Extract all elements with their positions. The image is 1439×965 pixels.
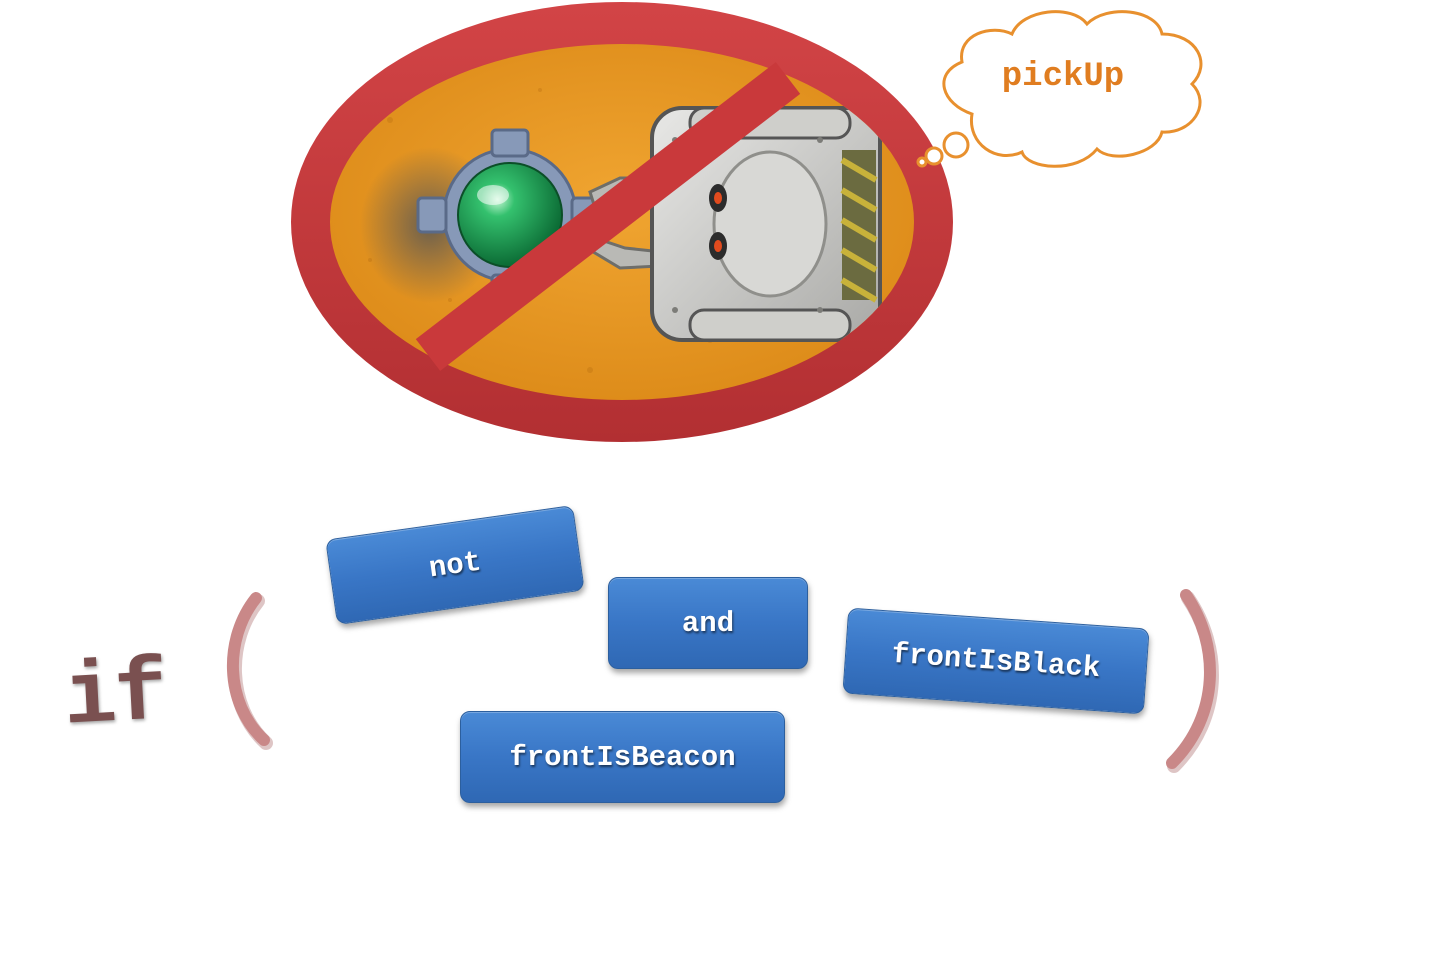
- no-sign-slash: [415, 62, 801, 371]
- thought-text: pickUp: [1001, 58, 1125, 96]
- if-keyword: if: [61, 645, 169, 750]
- no-pickup-scene: [291, 2, 953, 442]
- robot-icon: [650, 106, 882, 342]
- block-front-is-black[interactable]: frontIsBlack: [842, 607, 1150, 715]
- open-paren: [227, 592, 273, 750]
- thought-bubble-icon: [916, 10, 1203, 168]
- block-and[interactable]: and: [608, 577, 808, 669]
- block-not[interactable]: not: [325, 505, 585, 625]
- block-front-is-beacon[interactable]: frontIsBeacon: [460, 711, 785, 803]
- close-paren: [1166, 589, 1219, 773]
